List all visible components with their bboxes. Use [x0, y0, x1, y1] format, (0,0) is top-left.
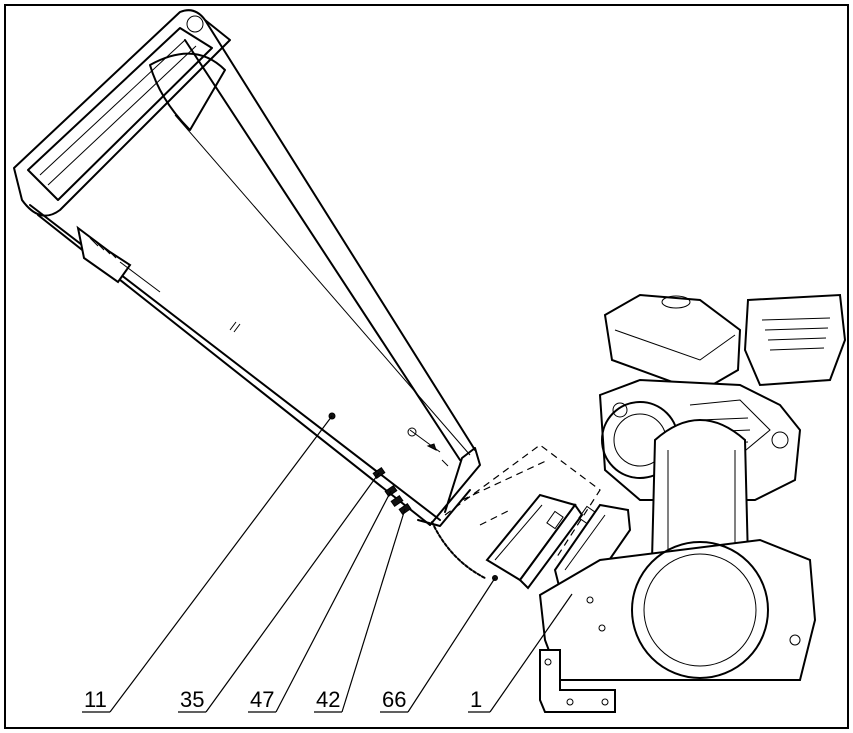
leader-47: [275, 490, 392, 713]
hose: [431, 521, 486, 579]
fastener-stack: [372, 466, 412, 516]
leader-42: [341, 508, 406, 713]
feed-hopper: [13, 9, 481, 527]
deflector-part: [485, 493, 584, 590]
leader-35: [205, 472, 380, 713]
callout-42: 42: [316, 687, 340, 712]
callout-35: 35: [180, 687, 204, 712]
callout-11: 11: [84, 687, 107, 712]
leader-11: [109, 415, 333, 713]
callout-66: 66: [382, 687, 406, 712]
leader-1: [489, 593, 573, 713]
assembly-guide: [444, 444, 601, 561]
callout-1: 1: [470, 687, 482, 712]
engine-assembly: [538, 293, 847, 713]
leader-lines: [82, 415, 573, 713]
leader-66: [407, 577, 496, 713]
callout-47: 47: [250, 687, 274, 712]
